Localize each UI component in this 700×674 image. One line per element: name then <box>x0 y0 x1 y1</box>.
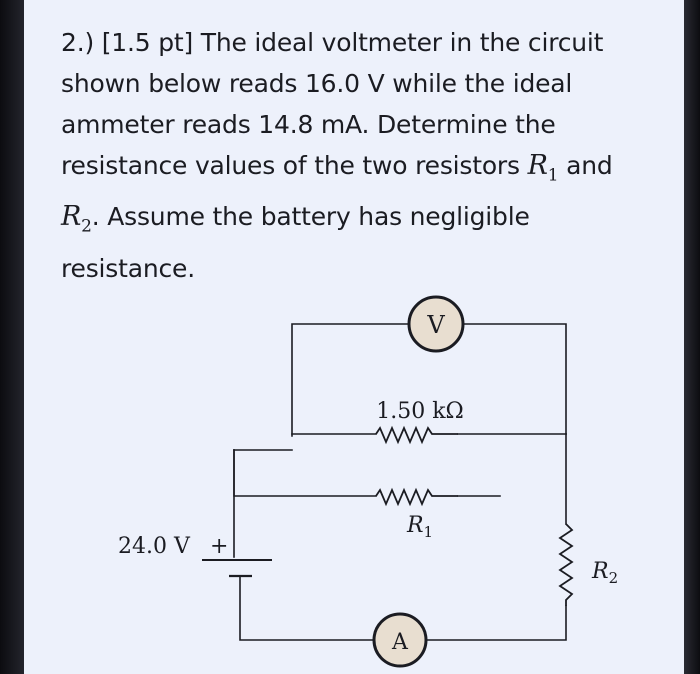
battery: 24.0 V + <box>118 534 272 578</box>
problem-line-5-text: . Assume the battery has negligible <box>91 202 530 232</box>
resistor-1500: 1.50 kΩ <box>375 399 464 445</box>
resistor-r1-letter: R <box>406 513 424 538</box>
problem-line-6: resistance. <box>61 253 195 283</box>
battery-plus-label: + <box>210 534 228 559</box>
circuit-diagram: V A 1.50 kΩ R1 R2 24.0 V + <box>118 295 618 668</box>
ammeter: A <box>372 612 428 668</box>
problem-line-5: R2. Assume the battery has negligible <box>61 196 661 247</box>
resistor-r2: R2 <box>558 523 618 606</box>
resistor-r2-letter: R <box>591 559 609 584</box>
resistor-r1-sub: 1 <box>424 523 434 541</box>
resistor-r2-label: R2 <box>591 559 618 587</box>
math-r1-letter: R <box>527 150 548 181</box>
ammeter-circle <box>372 612 428 668</box>
problem-text: 2.) [1.5 pt] The ideal voltmeter in the … <box>61 22 661 289</box>
math-r1-sub: 1 <box>547 165 559 186</box>
screen: 2.) [1.5 pt] The ideal voltmeter in the … <box>24 0 684 674</box>
wire-battery-bottom <box>239 575 375 641</box>
wire-branch-lower <box>233 449 501 497</box>
ammeter-label: A <box>391 630 409 655</box>
resistor-r1: R1 <box>375 487 458 541</box>
math-r2-letter: R <box>61 201 82 233</box>
resistor-1500-label: 1.50 kΩ <box>376 399 464 424</box>
problem-line-4-end: and <box>558 151 613 180</box>
problem-line-4: resistance values of the two resistors R… <box>61 145 661 196</box>
resistor-r2-sub: 2 <box>609 569 619 587</box>
phone-bezel-right <box>684 0 700 674</box>
math-r1: R1 <box>527 150 559 185</box>
problem-line-4-text: resistance values of the two resistors <box>61 151 528 180</box>
problem-line-2: shown below reads 16.0 V while the ideal <box>61 69 573 98</box>
voltmeter-circle <box>407 295 465 353</box>
problem-line-3: ammeter reads 14.8 mA. Determine the <box>61 110 556 139</box>
voltmeter-label: V <box>426 311 445 339</box>
math-r2-sub: 2 <box>81 216 92 237</box>
problem-line-1: 2.) [1.5 pt] The ideal voltmeter in the … <box>61 28 604 57</box>
wire-top-loop <box>291 323 567 437</box>
battery-voltage-label: 24.0 V <box>118 534 191 559</box>
resistor-r1-label: R1 <box>406 513 433 541</box>
wire-r2-bottom <box>425 605 567 641</box>
math-r2: R2 <box>61 201 92 236</box>
voltmeter: V <box>407 295 465 353</box>
phone-bezel-left <box>0 0 24 674</box>
